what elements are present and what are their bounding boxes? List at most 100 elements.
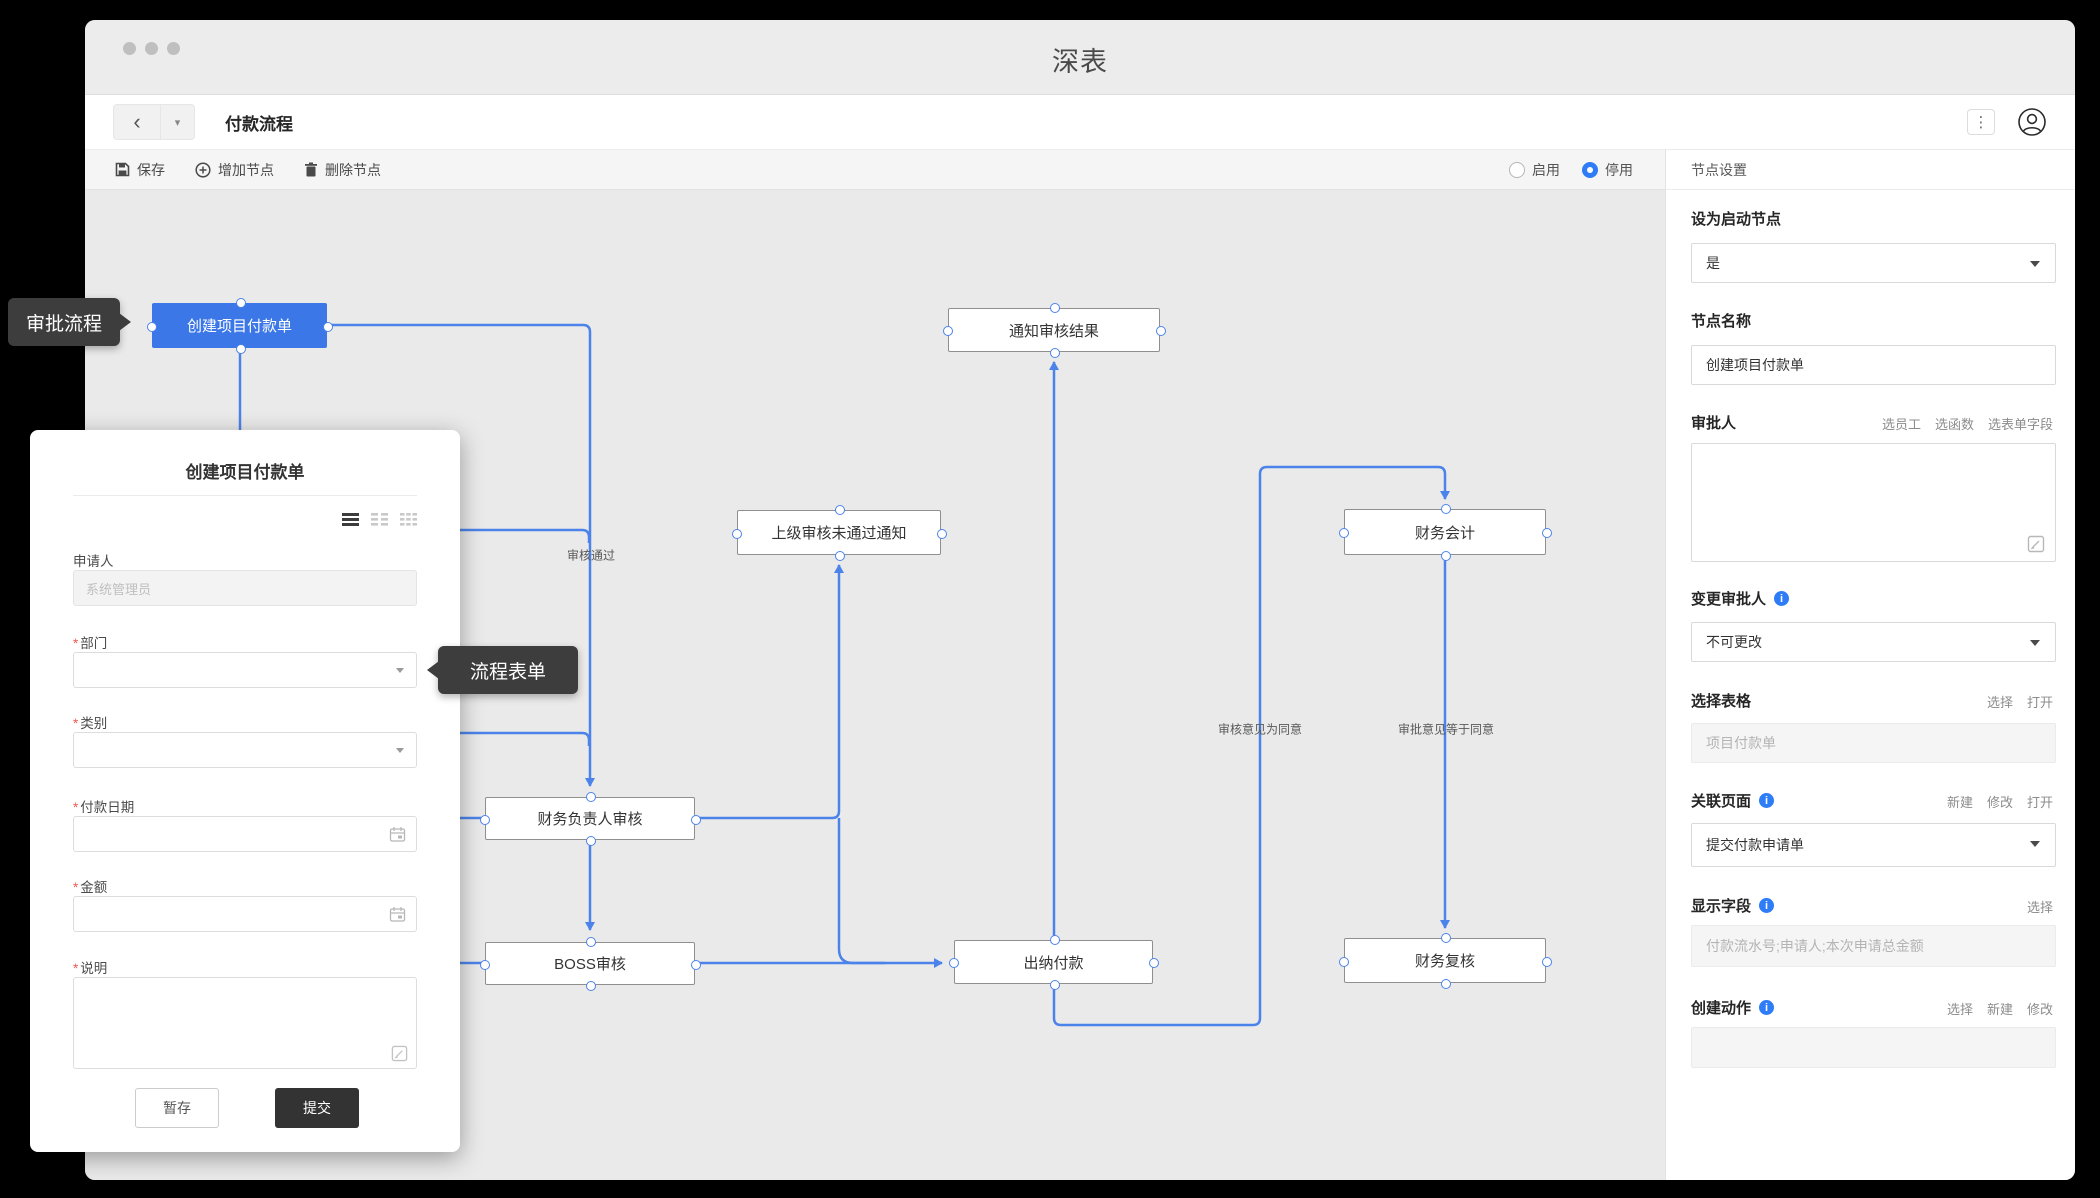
start-node-select[interactable]: 是 <box>1691 243 2056 283</box>
connection-handle-right[interactable] <box>1542 956 1552 967</box>
edge-merge-lower <box>445 731 591 746</box>
connection-handle-right[interactable] <box>937 528 947 539</box>
action-edit-link[interactable]: 修改 <box>2026 1002 2053 1017</box>
connection-handle-right[interactable] <box>1156 326 1166 336</box>
select-table-label: 选择表格 <box>1691 693 1752 710</box>
flow-tooltip: 审批流程 <box>8 298 131 346</box>
radio-enable[interactable]: 启用 <box>1509 160 1560 180</box>
connection-handle-bottom[interactable] <box>1441 551 1451 561</box>
connection-handle-left[interactable] <box>949 958 959 968</box>
connection-handle-left[interactable] <box>732 528 742 539</box>
radio-enable-circle <box>1509 161 1525 178</box>
description-textarea[interactable] <box>73 977 417 1069</box>
connection-handle-top[interactable] <box>1441 933 1451 943</box>
traffic-lights[interactable] <box>123 42 180 55</box>
create-action-field[interactable] <box>1691 1027 2056 1068</box>
info-icon[interactable]: i <box>1759 898 1775 913</box>
display-fields-field[interactable]: 付款流水号;申请人;本次申请总金额 <box>1691 925 2056 967</box>
action-select-link[interactable]: 选择 <box>1946 1002 1973 1017</box>
department-select[interactable] <box>73 652 417 688</box>
pick-function-link[interactable]: 选函数 <box>1934 417 1974 432</box>
select-table-field[interactable]: 项目付款单 <box>1691 723 2056 763</box>
category-select[interactable] <box>73 732 417 768</box>
connection-handle-bottom[interactable] <box>235 344 246 354</box>
connection-handle-right[interactable] <box>691 959 701 970</box>
table-open-link[interactable]: 打开 <box>2026 695 2053 710</box>
flow-node-boss-review[interactable]: BOSS审核 <box>480 937 701 991</box>
back-history-button[interactable]: ▾ <box>161 104 195 140</box>
connection-handle-left[interactable] <box>147 321 157 332</box>
grid2-view-icon[interactable] <box>371 512 388 527</box>
connection-handle-right[interactable] <box>1149 958 1159 968</box>
connection-handle-top[interactable] <box>1441 504 1451 514</box>
edge-condition-label: 审批意见等于同意 <box>1397 722 1495 737</box>
pay-date-input[interactable] <box>73 816 417 852</box>
action-new-link[interactable]: 新建 <box>1986 1002 2013 1017</box>
connection-handle-top[interactable] <box>586 792 596 802</box>
flow-node-finance-recheck[interactable]: 财务复核 <box>1339 933 1552 989</box>
connection-handle-left[interactable] <box>1339 528 1349 538</box>
page-edit-link[interactable]: 修改 <box>1986 795 2013 810</box>
plus-circle-icon <box>195 161 211 178</box>
connection-handle-right[interactable] <box>691 814 701 825</box>
connection-handle-left[interactable] <box>480 814 490 825</box>
fields-select-link[interactable]: 选择 <box>2026 900 2053 915</box>
applicant-input: 系统管理员 <box>73 570 417 606</box>
info-icon[interactable]: i <box>1759 1000 1775 1015</box>
pick-employee-link[interactable]: 选员工 <box>1881 417 1921 432</box>
list-view-icon[interactable] <box>342 512 359 527</box>
connection-handle-top[interactable] <box>235 298 246 308</box>
connection-handle-bottom[interactable] <box>586 981 596 991</box>
edge-condition-label: 审核意见为同意 <box>1217 722 1303 737</box>
connection-handle-left[interactable] <box>1339 956 1349 967</box>
submit-button[interactable]: 提交 <box>275 1088 359 1128</box>
connection-handle-top[interactable] <box>835 505 845 515</box>
connection-handle-left[interactable] <box>480 959 490 970</box>
window-title: 深表 <box>1052 47 1108 77</box>
info-icon[interactable]: i <box>1759 793 1775 808</box>
back-icon: ‹ <box>133 109 141 134</box>
table-select-link[interactable]: 选择 <box>1986 695 2013 710</box>
grid3-view-icon[interactable] <box>400 512 417 527</box>
flow-node-notify-result[interactable]: 通知审核结果 <box>943 303 1166 358</box>
delete-node-button[interactable]: 删除节点 <box>304 160 381 180</box>
radio-disable[interactable]: 停用 <box>1582 160 1633 180</box>
change-approver-select[interactable]: 不可更改 <box>1691 622 2056 662</box>
connection-handle-bottom[interactable] <box>835 551 845 561</box>
connection-handle-left[interactable] <box>943 326 953 336</box>
flow-node-cashier-pay[interactable]: 出纳付款 <box>949 935 1159 990</box>
flow-node-finance-lead[interactable]: 财务负责人审核 <box>480 792 701 846</box>
amount-input[interactable] <box>73 896 417 932</box>
avatar-icon[interactable] <box>2017 107 2047 137</box>
pick-form-field-link[interactable]: 选表单字段 <box>1987 417 2053 432</box>
page-new-link[interactable]: 新建 <box>1946 795 1973 810</box>
save-button[interactable]: 保存 <box>115 160 165 180</box>
flow-node-label: 财务复核 <box>1414 953 1475 970</box>
related-page-select[interactable]: 提交付款申请单 <box>1691 823 2056 867</box>
connection-handle-bottom[interactable] <box>1049 980 1060 990</box>
connection-handle-top[interactable] <box>1050 303 1060 313</box>
flow-node-start[interactable]: 创建项目付款单 <box>147 298 333 354</box>
draft-button[interactable]: 暂存 <box>135 1088 219 1128</box>
page-open-link[interactable]: 打开 <box>2026 795 2053 810</box>
calendar-icon <box>389 827 406 842</box>
connection-handle-bottom[interactable] <box>1441 979 1451 989</box>
connection-handle-top[interactable] <box>586 937 596 947</box>
flow-node-superior-fail[interactable]: 上级审核未通过通知 <box>732 505 947 561</box>
pay-date-label: *付款日期 <box>73 800 135 815</box>
flow-node-label: 出纳付款 <box>1023 954 1084 972</box>
connection-handle-right[interactable] <box>1542 528 1552 538</box>
info-icon[interactable]: i <box>1774 591 1790 606</box>
add-node-button[interactable]: 增加节点 <box>195 160 274 180</box>
approver-textarea[interactable] <box>1691 443 2056 562</box>
connection-handle-top[interactable] <box>1049 935 1060 945</box>
connection-handle-bottom[interactable] <box>1050 348 1060 358</box>
node-name-input[interactable]: 创建项目付款单 <box>1691 345 2056 385</box>
connection-handle-right[interactable] <box>323 321 333 332</box>
more-button[interactable]: ⋮ <box>1967 109 1995 135</box>
back-button[interactable]: ‹ <box>113 104 161 140</box>
flow-node-accounting[interactable]: 财务会计 <box>1339 504 1552 561</box>
edit-icon[interactable] <box>2027 535 2045 553</box>
connection-handle-bottom[interactable] <box>586 836 596 846</box>
